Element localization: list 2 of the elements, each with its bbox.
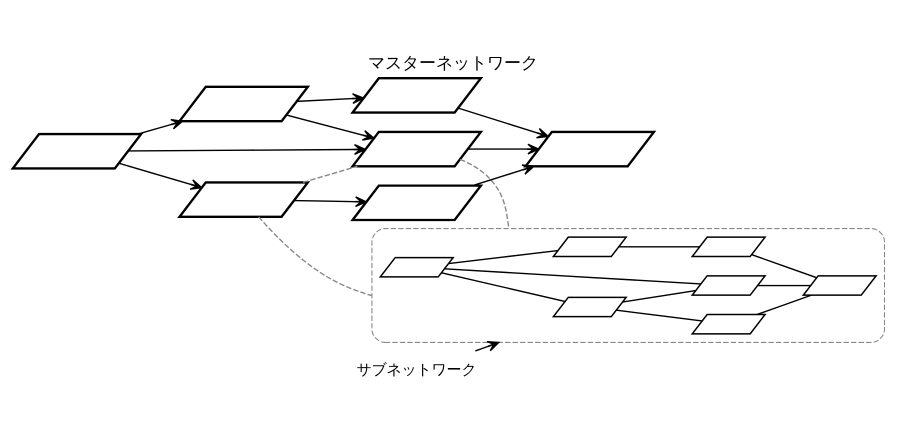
diagram-title: マスターネットワーク	[368, 53, 538, 74]
node-text: サブネットワーク	[356, 360, 477, 378]
